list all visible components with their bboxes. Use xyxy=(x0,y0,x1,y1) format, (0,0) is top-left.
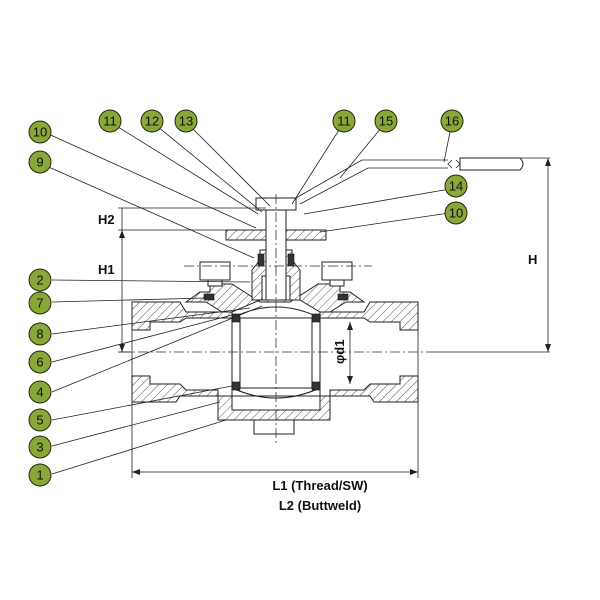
dim-label-h: H xyxy=(528,252,537,267)
callout-14: 14 xyxy=(444,174,468,198)
caption-l1: L1 (Thread/SW) xyxy=(272,478,367,493)
svg-text:8: 8 xyxy=(36,327,43,342)
svg-text:16: 16 xyxy=(445,114,459,129)
dim-label-h1: H1 xyxy=(98,262,115,277)
callout-11-left: 11 xyxy=(98,109,122,133)
callout-9: 9 xyxy=(28,150,52,174)
svg-text:15: 15 xyxy=(379,114,393,129)
svg-text:13: 13 xyxy=(179,114,193,129)
leader-lines xyxy=(41,121,457,475)
dim-label-d1: φd1 xyxy=(332,340,347,364)
svg-text:11: 11 xyxy=(103,114,117,129)
callout-7: 7 xyxy=(28,291,52,315)
svg-text:4: 4 xyxy=(36,385,43,400)
callout-12: 12 xyxy=(140,109,164,133)
svg-text:1: 1 xyxy=(36,468,43,483)
svg-text:10: 10 xyxy=(33,125,47,140)
caption-l2: L2 (Buttweld) xyxy=(279,498,361,513)
svg-text:9: 9 xyxy=(36,155,43,170)
svg-text:6: 6 xyxy=(36,355,43,370)
callout-13: 13 xyxy=(174,109,198,133)
callout-6: 6 xyxy=(28,350,52,374)
svg-text:11: 11 xyxy=(337,114,351,129)
callout-1: 1 xyxy=(28,463,52,487)
svg-text:2: 2 xyxy=(36,273,43,288)
svg-text:5: 5 xyxy=(36,413,43,428)
callout-15: 15 xyxy=(374,109,398,133)
dimension-lines xyxy=(118,157,551,478)
handle xyxy=(295,157,524,205)
callout-4: 4 xyxy=(28,380,52,404)
callout-11-right: 11 xyxy=(332,109,356,133)
callout-10-top: 10 xyxy=(28,120,52,144)
callout-3: 3 xyxy=(28,435,52,459)
callout-5: 5 xyxy=(28,408,52,432)
dim-label-h2: H2 xyxy=(98,212,115,227)
svg-text:3: 3 xyxy=(36,440,43,455)
callout-10-right: 10 xyxy=(444,201,468,225)
svg-text:12: 12 xyxy=(145,114,159,129)
callout-16: 16 xyxy=(440,109,464,133)
callout-8: 8 xyxy=(28,322,52,346)
svg-text:10: 10 xyxy=(449,206,463,221)
callout-2: 2 xyxy=(28,268,52,292)
svg-text:14: 14 xyxy=(449,179,463,194)
center-lines xyxy=(120,194,430,444)
svg-text:7: 7 xyxy=(36,296,43,311)
